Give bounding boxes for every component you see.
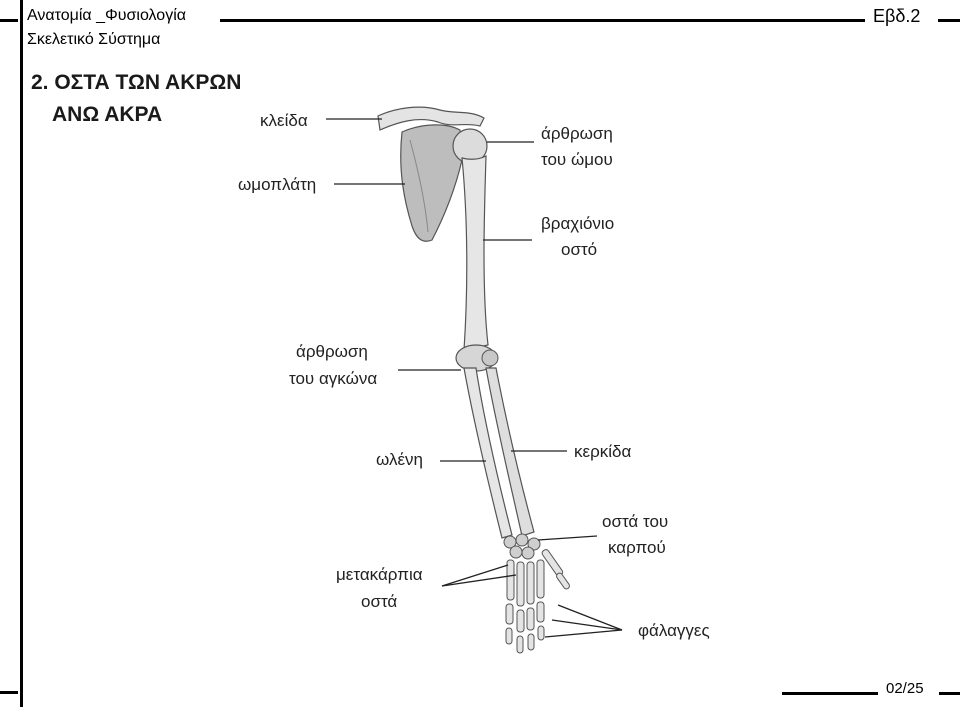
label-shoulder-line2: του ώμου <box>541 150 613 169</box>
carpal-bones <box>503 533 541 560</box>
label-metacarpal-line2: οστά <box>361 592 397 611</box>
label-ulna: ωλένη <box>376 450 423 469</box>
label-metacarpal-line1: μετακάρπια <box>336 565 423 584</box>
section-subtitle: ΑΝΩ ΑΚΡΑ <box>52 103 163 126</box>
label-radius: κερκίδα <box>574 442 631 461</box>
footer-right-tick <box>939 692 960 695</box>
humerus-bone <box>461 155 489 351</box>
header-left-tick <box>0 19 18 22</box>
section-title: 2. ΟΣΤΑ ΤΩΝ ΑΚΡΩΝ <box>31 71 242 94</box>
hand-bones <box>505 549 570 654</box>
label-carpal-line2: καρπού <box>608 538 666 557</box>
label-humerus-line1: βραχιόνιο <box>541 214 614 233</box>
ulna-bone <box>463 367 513 539</box>
label-phalanges: φάλαγγες <box>638 621 710 640</box>
label-humerus-line2: οστό <box>561 240 597 259</box>
label-elbow-line1: άρθρωση <box>296 342 368 361</box>
header-rule <box>220 19 865 22</box>
label-elbow-line2: του αγκώνα <box>289 369 377 388</box>
week-label: Εβδ.2 <box>873 6 921 26</box>
header-right-tick <box>938 19 960 22</box>
radius-bone <box>485 367 535 537</box>
course-title: Ανατομία _Φυσιολογία <box>27 7 186 24</box>
label-scapula: ωμοπλάτη <box>238 175 316 194</box>
left-vertical-rule <box>20 0 23 707</box>
page-number: 02/25 <box>886 680 924 697</box>
label-carpal-line1: οστά του <box>602 512 668 531</box>
footer-left-tick <box>0 691 18 694</box>
scapula-bone <box>400 124 463 242</box>
leader-lines <box>326 118 623 638</box>
label-shoulder-line1: άρθρωση <box>541 124 613 143</box>
clavicle-bone <box>377 106 485 131</box>
label-clavicle: κλείδα <box>260 111 308 130</box>
footer-rule <box>782 692 878 695</box>
course-subtitle: Σκελετικό Σύστημα <box>27 31 161 48</box>
